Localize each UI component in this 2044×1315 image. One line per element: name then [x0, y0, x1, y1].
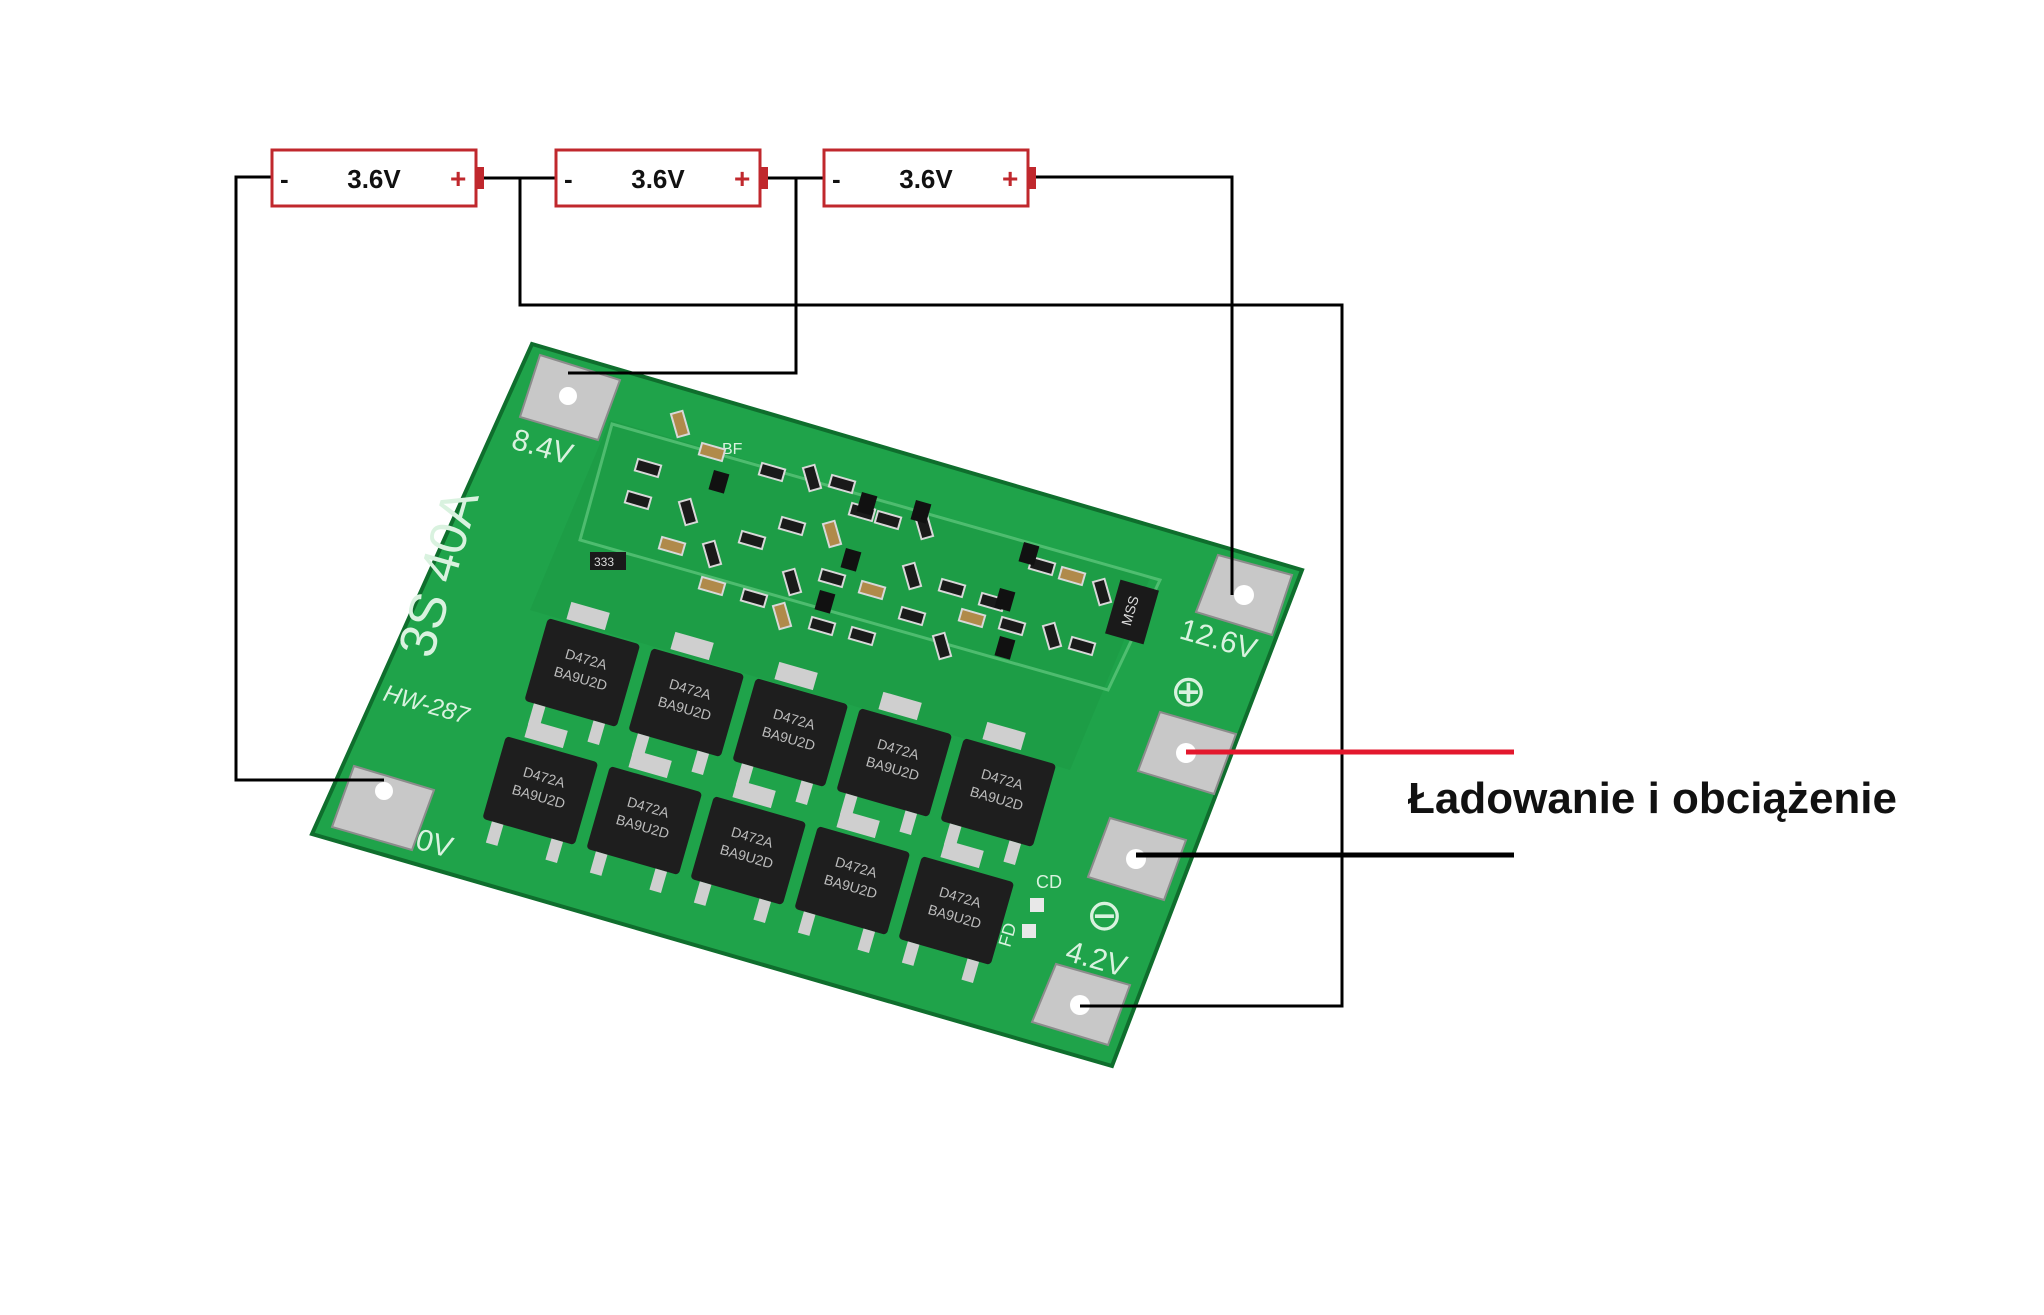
battery-terminal	[476, 167, 484, 189]
board-trace-outline	[578, 422, 1163, 692]
battery-pack: - 3.6V + - 3.6V + - 3.6V +	[270, 148, 1036, 208]
battery-minus-label: -	[564, 164, 573, 194]
smd-component	[757, 461, 787, 483]
wire-b-minus-to-0v	[234, 175, 384, 782]
smd-component	[897, 605, 927, 627]
battery-plus-label: +	[1002, 163, 1018, 194]
wire-b3-plus-to-12-6v	[1030, 175, 1234, 595]
smd-component	[957, 607, 987, 629]
battery-cell-1: - 3.6V +	[270, 148, 484, 208]
smd-components	[623, 409, 1113, 661]
smd-component	[701, 539, 723, 569]
smd-component	[937, 577, 967, 599]
battery-minus-label: -	[280, 164, 289, 194]
sot23-transistor	[856, 492, 878, 516]
smd-component	[931, 631, 953, 661]
battery-voltage-label: 3.6V	[631, 164, 685, 194]
smd-component	[1067, 635, 1097, 657]
battery-terminal	[1028, 167, 1036, 189]
battery-minus-label: -	[832, 164, 841, 194]
sot23-transistor	[994, 636, 1016, 660]
smd-component	[697, 575, 727, 597]
battery-plus-label: +	[734, 163, 750, 194]
smd-component	[1041, 621, 1063, 651]
sot23-transistor	[994, 588, 1016, 612]
smd-component	[901, 561, 923, 591]
battery-terminal	[760, 167, 768, 189]
charge-and-load-caption: Ładowanie i obciążenie	[1408, 774, 1898, 823]
smd-component	[633, 457, 663, 479]
plus-symbol: ⊕	[1170, 667, 1207, 716]
wire-8-4v-tap	[568, 178, 798, 375]
sot23-transistor	[814, 589, 836, 614]
smd-component	[1057, 565, 1087, 587]
battery-cell-3: - 3.6V +	[822, 148, 1036, 208]
led-cd-label: CD	[1036, 872, 1062, 892]
smd-component	[781, 567, 803, 597]
silk-bf: BF	[722, 441, 743, 458]
smd-component	[777, 515, 807, 537]
smd-component	[817, 567, 847, 589]
smd-component	[771, 601, 793, 631]
sot23-transistor	[910, 500, 932, 524]
minus-symbol: ⊖	[1086, 891, 1123, 940]
svg-text:333: 333	[594, 555, 614, 569]
wire-4-2v-tap	[518, 178, 1344, 1008]
smd-component	[657, 535, 687, 557]
smd-component	[873, 509, 903, 531]
sot23-transistor	[708, 470, 730, 494]
smd-component	[821, 519, 843, 549]
battery-plus-label: +	[450, 163, 466, 194]
smd-component	[737, 529, 767, 551]
smd-component	[669, 409, 691, 439]
smd-component	[827, 473, 857, 495]
smd-component	[801, 463, 823, 493]
smd-component	[623, 489, 653, 511]
wiring	[234, 175, 1514, 1008]
sot23-transistor	[1018, 542, 1040, 566]
battery-voltage-label: 3.6V	[899, 164, 953, 194]
smd-component	[697, 441, 727, 463]
led-fd	[1022, 924, 1036, 938]
bms-board: 8.4V 12.6V 0V 4.2V ⊕ ⊖ HW-287 3S 40A CD …	[309, 341, 1305, 1069]
smd-component	[739, 587, 769, 609]
chip-333: 333	[590, 552, 626, 570]
pad-12-6v	[1194, 553, 1294, 637]
led-cd	[1030, 898, 1044, 912]
smd-component	[1091, 577, 1113, 607]
battery-cell-2: - 3.6V +	[554, 148, 768, 208]
pad-0v	[330, 764, 436, 852]
battery-voltage-label: 3.6V	[347, 164, 401, 194]
sot23-transistor	[840, 547, 862, 572]
smd-component	[997, 615, 1027, 637]
smd-component	[677, 497, 699, 527]
smd-component	[857, 579, 887, 601]
smd-component	[847, 625, 877, 647]
smd-component	[807, 615, 837, 637]
chip-mss: MSS	[1105, 579, 1159, 645]
